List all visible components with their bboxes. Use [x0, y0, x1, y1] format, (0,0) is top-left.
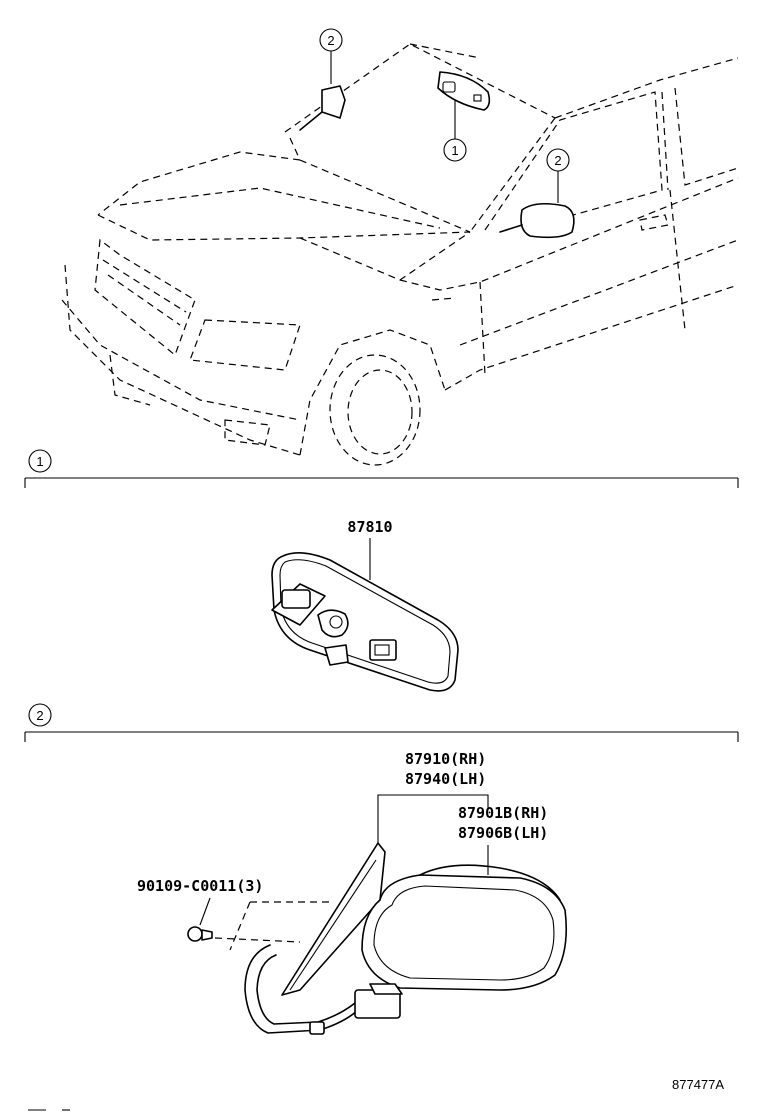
svg-text:2: 2 — [36, 708, 43, 723]
illustration-code: 877477A — [672, 1077, 724, 1092]
part-87906b-lh: 87906B(LH) — [458, 824, 548, 842]
svg-text:87810: 87810 — [347, 518, 392, 536]
svg-text:1: 1 — [451, 143, 458, 158]
car-overview-illustration — [61, 43, 739, 466]
outer-side-mirror-assembly — [187, 842, 568, 1035]
part-87940-lh: 87940(LH) — [405, 770, 486, 788]
part-87901b-rh: 87901B(RH) — [458, 804, 548, 822]
section-2-header: 2 — [24, 703, 739, 742]
inner-rear-view-mirror — [271, 552, 459, 692]
svg-text:1: 1 — [36, 454, 43, 469]
callout-overview-2-top: 2 — [319, 28, 343, 84]
part-90109-c0011: 90109-C0011(3) — [137, 877, 263, 895]
outer-mirror-labels: 87910(RH) 87940(LH) 87901B(RH) 87906B(LH… — [137, 750, 548, 926]
part-87810-label: 87810 — [347, 518, 393, 580]
svg-text:2: 2 — [554, 153, 561, 168]
part-87910-rh: 87910(RH) — [405, 750, 486, 768]
callout-overview-2-side: 2 — [546, 148, 570, 203]
callout-overview-1: 1 — [443, 100, 467, 162]
svg-text:2: 2 — [327, 33, 334, 48]
section-1-header: 1 — [24, 449, 739, 488]
